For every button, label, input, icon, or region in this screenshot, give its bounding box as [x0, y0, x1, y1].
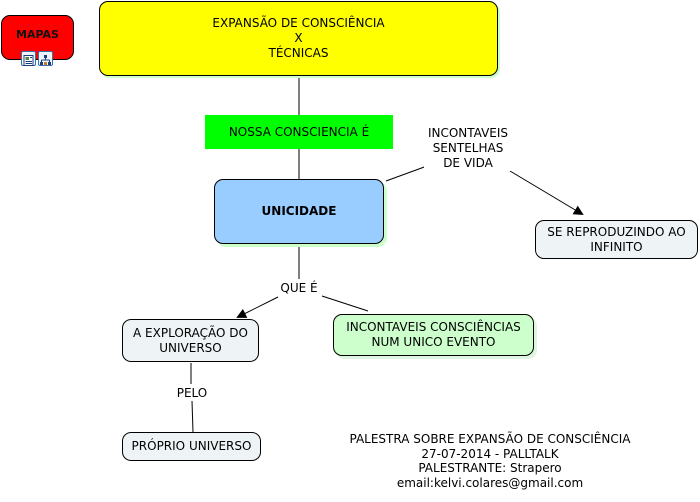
linking-phrase-que-e: QUE É	[276, 281, 322, 296]
footer-title: PALESTRA SOBRE EXPANSÃO DE CONSCIÊNCIA	[349, 432, 631, 446]
footer-speaker: PALESTRANTE: Strapero	[418, 461, 562, 475]
proprio-universo-node[interactable]: PRÓPRIO UNIVERSO	[122, 432, 261, 461]
nossa-consciencia-text: NOSSA CONSCIENCIA É	[228, 124, 370, 139]
linking-phrase-sentelhas: INCONTAVEIS SENTELHAS DE VIDA	[424, 126, 512, 171]
document-image-icon[interactable]	[21, 51, 36, 66]
maps-label: MAPAS	[16, 28, 59, 41]
se-reproduzindo-node[interactable]: SE REPRODUZINDO AO INFINITO	[535, 220, 698, 259]
nossa-consciencia-node[interactable]: NOSSA CONSCIENCIA É	[205, 115, 393, 149]
edge-que-e-to-incontaveis	[321, 295, 369, 312]
root-concept-text: EXPANSÃO DE CONSCIÊNCIA X TÉCNICAS	[212, 16, 385, 60]
unicidade-text: UNICIDADE	[261, 204, 337, 218]
incontaveis-consciencias-node[interactable]: INCONTAVEIS CONSCIÊNCIAS NUM UNICO EVENT…	[333, 314, 534, 356]
exploracao-node[interactable]: A EXPLORAÇÃO DO UNIVERSO	[122, 319, 259, 362]
incontaveis-consciencias-text: INCONTAVEIS CONSCIÊNCIAS NUM UNICO EVENT…	[346, 320, 521, 349]
se-reproduzindo-text: SE REPRODUZINDO AO INFINITO	[547, 224, 686, 254]
edge-pelo-to-proprio	[191, 400, 194, 433]
edge-unicidade-to-sentelhas	[385, 165, 428, 182]
exploracao-text: A EXPLORAÇÃO DO UNIVERSO	[133, 325, 248, 355]
footer-info: PALESTRA SOBRE EXPANSÃO DE CONSCIÊNCIA 2…	[330, 432, 650, 490]
linking-phrase-pelo: PELO	[170, 386, 214, 401]
hierarchy-map-icon[interactable]	[38, 51, 53, 66]
footer-date: 27-07-2014 - PALLTALK	[421, 446, 559, 461]
proprio-universo-text: PRÓPRIO UNIVERSO	[131, 439, 252, 453]
maps-link-button[interactable]: MAPAS	[1, 15, 74, 60]
root-concept-node[interactable]: EXPANSÃO DE CONSCIÊNCIA X TÉCNICAS	[99, 1, 498, 76]
footer-email: email:kelvi.colares@gmail.com	[396, 475, 584, 490]
edge-sentelhas-to-reproduzindo	[509, 170, 584, 216]
unicidade-node[interactable]: UNICIDADE	[214, 179, 384, 244]
edge-que-e-to-exploracao	[236, 296, 279, 318]
